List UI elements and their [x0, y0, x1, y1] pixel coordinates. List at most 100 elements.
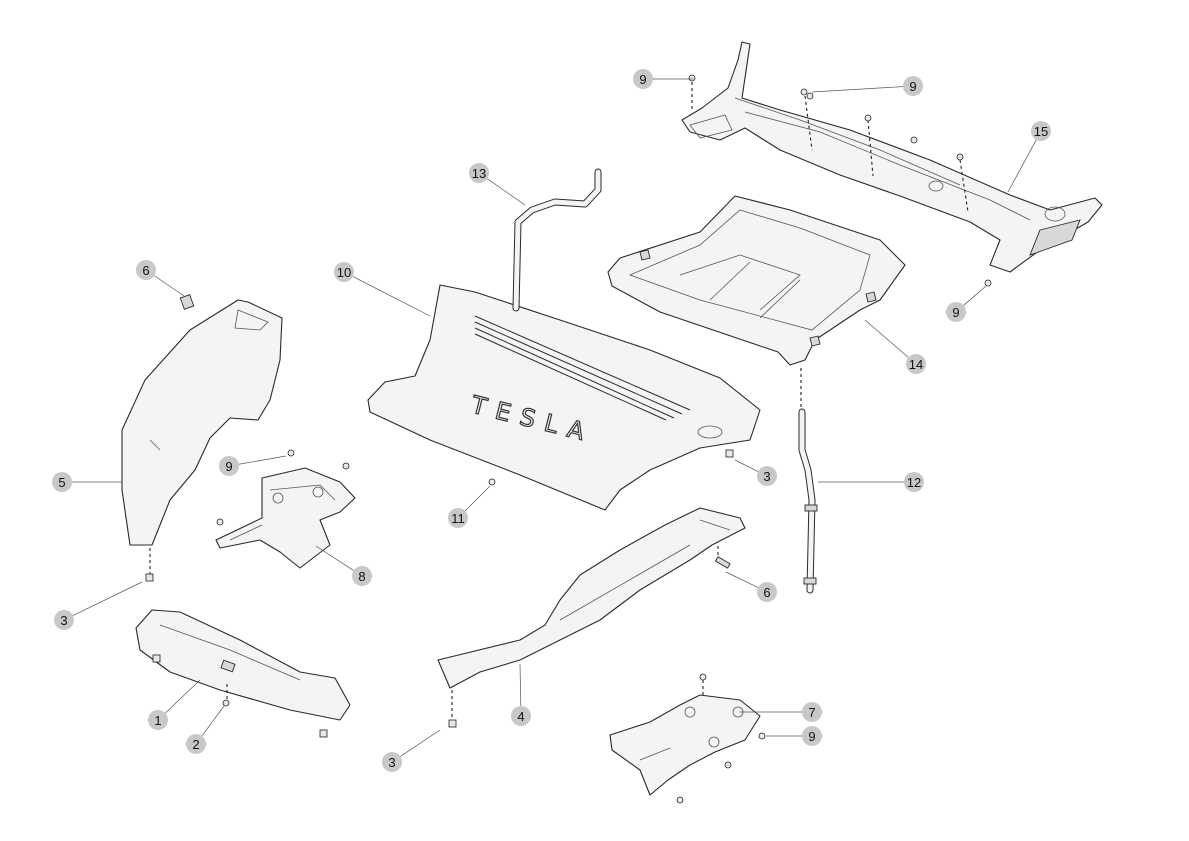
callout-c5: 5 [52, 472, 122, 492]
leader-line [963, 285, 987, 306]
leader-line [315, 545, 354, 571]
callout-circle [757, 466, 777, 486]
callout-circle [511, 706, 531, 726]
leader-line [164, 679, 201, 714]
callout-number: 3 [763, 469, 770, 484]
bolt-9-b [800, 88, 808, 96]
callout-number: 3 [60, 613, 67, 628]
callout-circle [448, 508, 468, 528]
bolt-9-j [216, 518, 224, 526]
callout-circle [352, 566, 372, 586]
callout-circle [757, 582, 777, 602]
callout-number: 5 [58, 475, 65, 490]
callout-circle [186, 734, 206, 754]
callout-c1: 1 [148, 679, 201, 730]
callout-circle [52, 472, 72, 492]
callout-c13: 13 [469, 163, 526, 206]
leader-line [1007, 139, 1037, 193]
callout-number: 14 [909, 357, 923, 372]
part-4-side-trim [437, 507, 746, 689]
callout-circle [219, 456, 239, 476]
nut-3-a [725, 449, 734, 458]
part-13-upper-hose [512, 168, 602, 312]
leader-line [201, 705, 225, 737]
callout-number: 15 [1034, 124, 1048, 139]
callout-number: 9 [225, 459, 232, 474]
part-10-hood-panel: TESLA [367, 284, 761, 511]
bolt-9-m [724, 761, 732, 769]
callout-number: 7 [808, 705, 815, 720]
callout-number: 8 [358, 569, 365, 584]
callout-c4: 4 [511, 663, 531, 726]
callout-number: 11 [451, 511, 465, 526]
fasteners [145, 74, 992, 804]
leader-line [464, 485, 491, 512]
callout-c12: 12 [818, 472, 924, 492]
callout-circle [802, 726, 822, 746]
callout-number: 4 [517, 709, 524, 724]
leader-line [238, 455, 287, 465]
callout-number: 6 [763, 585, 770, 600]
callout-c6b: 6 [725, 571, 777, 602]
callout-number: 9 [639, 72, 646, 87]
callout-circle [1031, 121, 1051, 141]
bolt-9-n [676, 796, 684, 804]
bolt-9-k [699, 673, 707, 681]
leader-line [487, 178, 526, 206]
callout-circle [906, 354, 926, 374]
leader-line [519, 663, 522, 707]
callout-circle [904, 472, 924, 492]
bolt-9-e [910, 136, 918, 144]
callout-circle [469, 163, 489, 183]
callout-number: 12 [907, 475, 921, 490]
callout-c14: 14 [864, 319, 926, 374]
part-6-clip-lower [714, 556, 731, 569]
callout-c7: 7 [740, 702, 822, 722]
callout-number: 9 [952, 305, 959, 320]
callout-circle [802, 702, 822, 722]
bolt-9-h [287, 449, 295, 457]
callout-c3a: 3 [734, 459, 777, 486]
bolt-9-f [956, 153, 964, 161]
callout-circle [334, 262, 354, 282]
clip-2 [222, 699, 230, 707]
callout-number: 13 [472, 166, 486, 181]
leader-line [400, 729, 441, 757]
nut-3-e [448, 719, 457, 728]
callout-number: 9 [909, 79, 916, 94]
callout-number: 1 [154, 713, 161, 728]
bolt-9-g [984, 279, 992, 287]
bolt-9-d [864, 114, 872, 122]
leader-line [811, 86, 904, 93]
callout-number: 6 [142, 263, 149, 278]
part-12-lower-hose [798, 408, 818, 594]
bolt-9-c [806, 92, 814, 100]
part-14-frunk-tray [607, 195, 906, 366]
callout-c15: 15 [1007, 121, 1051, 193]
callout-c3c: 3 [382, 729, 441, 772]
callout-c9a: 9 [633, 69, 693, 89]
nut-3-b [145, 573, 154, 582]
callout-circle [382, 752, 402, 772]
nut-3-c [152, 654, 161, 663]
leader-line [154, 275, 185, 297]
callout-c9c: 9 [946, 285, 987, 322]
callout-number: 2 [192, 737, 199, 752]
bolt-9-i [342, 462, 350, 470]
callout-number: 3 [388, 755, 395, 770]
leader-line [725, 571, 759, 588]
clip-11 [488, 478, 496, 486]
leader-line [734, 459, 759, 472]
callout-c9b: 9 [811, 76, 923, 96]
callout-c11: 11 [448, 485, 491, 528]
bolt-9-l [758, 732, 766, 740]
callout-c2: 2 [186, 705, 225, 754]
callout-c9d: 9 [219, 455, 287, 476]
callout-number: 10 [337, 265, 351, 280]
part-15-cowl-panel [681, 41, 1103, 273]
callout-circle [946, 302, 966, 322]
dash-15-d [959, 159, 969, 213]
callout-circle [148, 710, 168, 730]
